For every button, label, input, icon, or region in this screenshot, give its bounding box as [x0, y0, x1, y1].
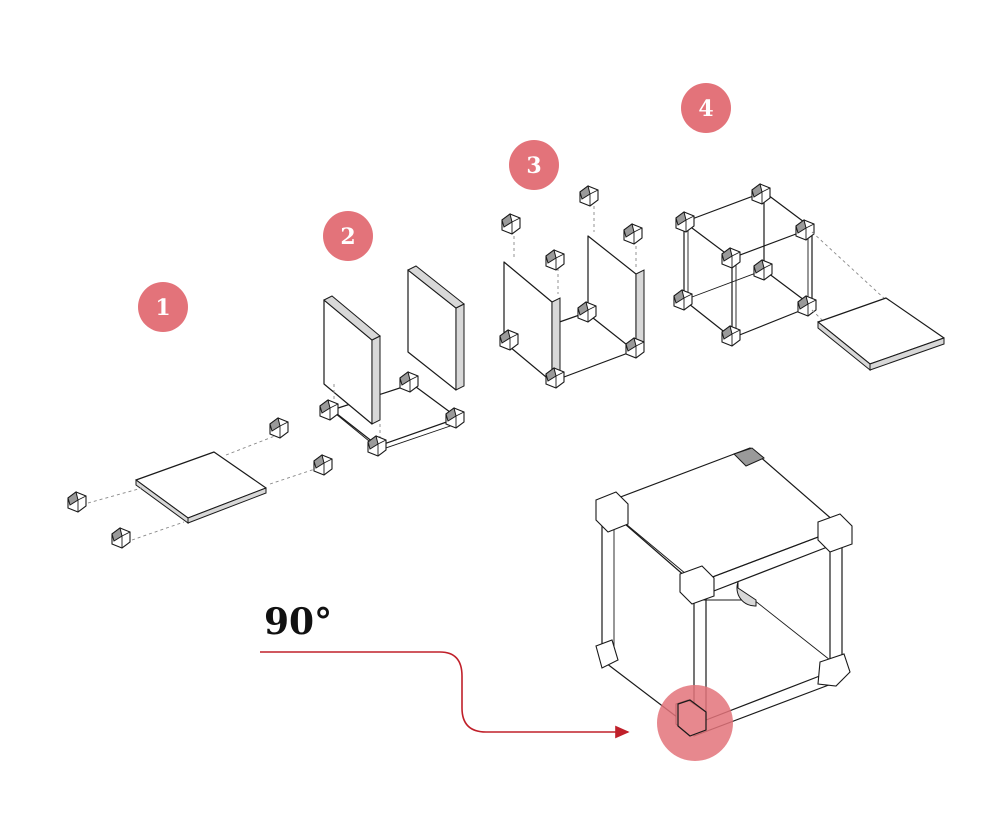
- step-4-group: [673, 183, 945, 372]
- step-badge-4: 4: [681, 83, 731, 133]
- step-badge-label: 3: [526, 153, 541, 179]
- connector-piece: [797, 295, 817, 317]
- connector-piece: [577, 301, 597, 323]
- connector-piece: [753, 259, 773, 281]
- connector-piece: [367, 435, 387, 457]
- angle-label: 90°: [264, 601, 332, 643]
- connector-piece: [623, 223, 643, 245]
- corner-highlight: [657, 685, 733, 761]
- connector-piece: [545, 249, 565, 271]
- step-badge-2: 2: [323, 211, 373, 261]
- connector-piece: [269, 417, 289, 439]
- step-3-right-panel: [587, 235, 645, 353]
- assembled-cube: [595, 447, 853, 737]
- step-3-left-panel: [503, 261, 561, 383]
- connector-piece: [579, 185, 599, 207]
- step-4-side-panel: [817, 297, 945, 372]
- connector-piece: [399, 371, 419, 393]
- connector-piece: [675, 211, 695, 233]
- connector-piece: [751, 183, 771, 205]
- step-badge-1: 1: [138, 282, 188, 332]
- rotation-arrow: [260, 651, 630, 739]
- connector-piece: [111, 527, 131, 549]
- step-badge-3: 3: [509, 140, 559, 190]
- step-3-group: [499, 185, 645, 389]
- connector-piece: [721, 247, 741, 269]
- connector-piece: [673, 289, 693, 311]
- step-badge-label: 1: [155, 295, 170, 321]
- step-1-base-panel: [135, 451, 267, 524]
- connector-piece: [319, 399, 339, 421]
- step-1-group: [67, 417, 333, 549]
- connector-piece: [501, 213, 521, 235]
- connector-piece: [67, 491, 87, 513]
- step-badge-label: 4: [698, 96, 713, 122]
- step-badge-label: 2: [340, 224, 355, 250]
- connector-piece: [795, 219, 815, 241]
- step-2-left-panel: [323, 295, 381, 425]
- connector-piece: [313, 454, 333, 476]
- step-2-group: [319, 265, 465, 457]
- connector-piece: [721, 325, 741, 347]
- step-2-right-panel: [407, 265, 465, 391]
